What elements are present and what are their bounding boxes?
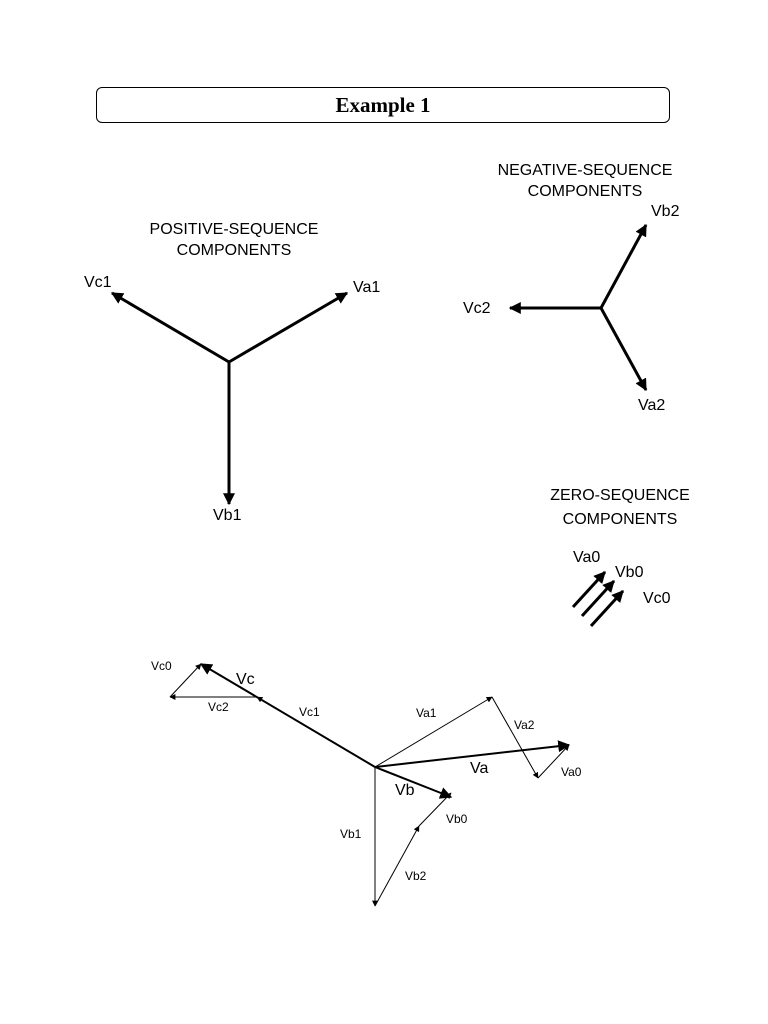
va2-arrow [599, 307, 648, 392]
composite-va-label: Va [470, 760, 488, 777]
page-title: Example 1 [335, 92, 431, 117]
va0-label: Va0 [573, 549, 600, 566]
vc0-arrow [589, 589, 625, 628]
vc0-label: Vc0 [643, 590, 671, 607]
composite-vb0-label: Vb0 [446, 812, 468, 826]
positive-heading-line1: POSITIVE-SEQUENCE [150, 221, 319, 238]
positive-sequence-group: POSITIVE-SEQUENCE COMPONENTS Va1 Vc1 Vb1 [84, 221, 380, 524]
zero-heading-line2: COMPONENTS [563, 511, 678, 528]
vb1-label: Vb1 [213, 507, 242, 524]
composite-vc0-arrow [169, 663, 202, 698]
zero-sequence-group: ZERO-SEQUENCE COMPONENTS Va0 Vb0 Vc0 [550, 487, 690, 628]
vb2-arrow [599, 223, 648, 309]
va2-label: Va2 [638, 397, 665, 414]
vc2-label: Vc2 [463, 300, 491, 317]
composite-va2-label: Va2 [514, 718, 535, 732]
positive-heading-line2: COMPONENTS [177, 242, 292, 259]
va1-label: Va1 [353, 279, 380, 296]
vb0-arrow [580, 579, 616, 618]
composite-vc0-label: Vc0 [151, 659, 172, 673]
va1-arrow [228, 291, 349, 364]
vb2-label: Vb2 [651, 203, 680, 220]
composite-vb2-arrow [374, 825, 420, 907]
negative-heading-line1: NEGATIVE-SEQUENCE [498, 162, 673, 179]
composite-vc-label: Vc [236, 671, 255, 688]
composite-diagram-group: Vc0 Vc Vc2 Vc1 Va1 Va2 Va Va0 Vb Vb0 Vb1… [151, 659, 582, 907]
negative-sequence-group: NEGATIVE-SEQUENCE COMPONENTS Vb2 Vc2 Va2 [463, 162, 680, 414]
vc1-label: Vc1 [84, 274, 112, 291]
title-box: Example 1 [96, 87, 670, 123]
composite-vb-label: Vb [395, 782, 415, 799]
va0-arrow [571, 570, 607, 609]
composite-vb1-label: Vb1 [340, 827, 362, 841]
composite-va2-arrow [491, 696, 539, 779]
composite-vc1-label: Vc1 [299, 705, 320, 719]
composite-vb2-label: Vb2 [405, 869, 427, 883]
negative-heading-line2: COMPONENTS [528, 183, 643, 200]
composite-va-arrow [374, 740, 571, 768]
composite-vc2-label: Vc2 [208, 700, 229, 714]
composite-va1-label: Va1 [416, 706, 437, 720]
vc1-arrow [110, 291, 230, 364]
composite-vb-arrow [374, 766, 453, 799]
zero-heading-line1: ZERO-SEQUENCE [550, 487, 690, 504]
composite-va1-arrow [374, 696, 493, 768]
composite-va0-label: Va0 [561, 765, 582, 779]
vb0-label: Vb0 [615, 564, 644, 581]
composite-vc-arrow [199, 663, 376, 768]
